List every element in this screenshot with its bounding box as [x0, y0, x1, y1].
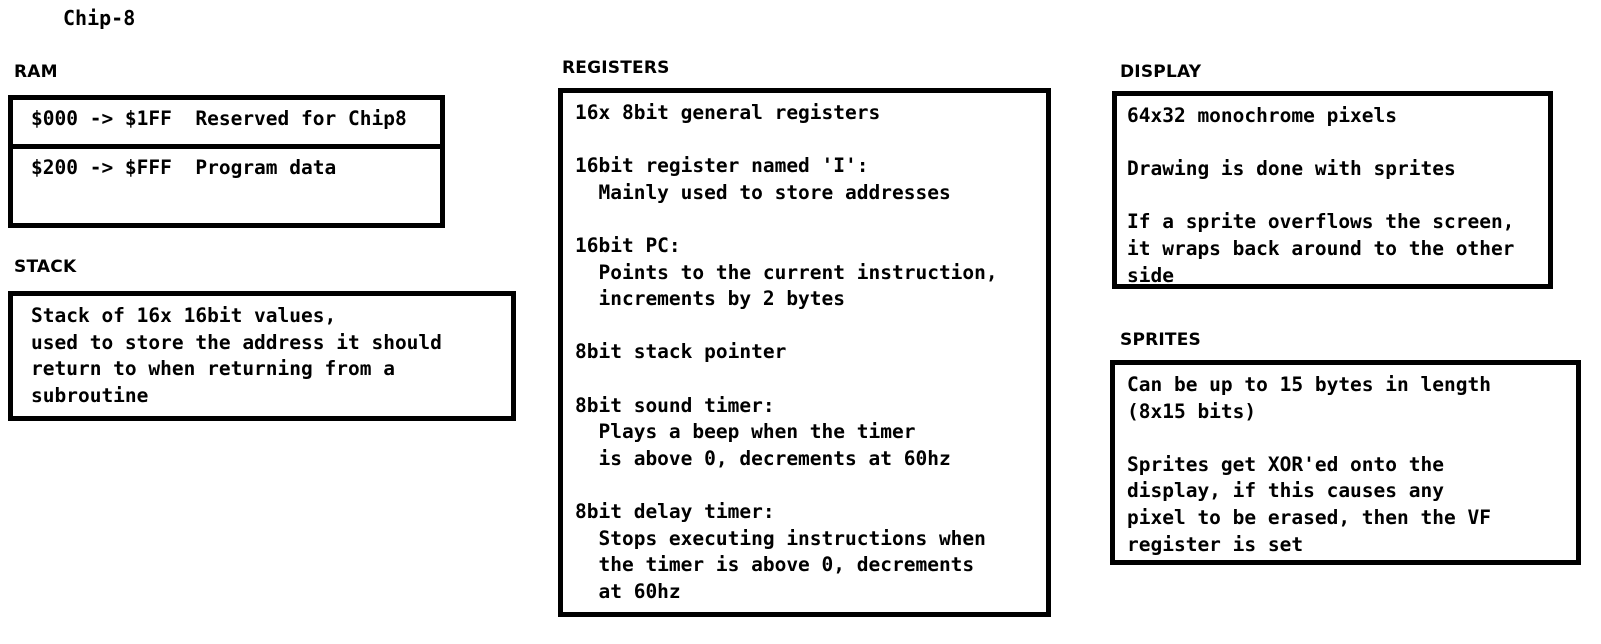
- sprites-description: Can be up to 15 bytes in length (8x15 bi…: [1127, 373, 1491, 556]
- section-label-display: DISPLAY: [1120, 62, 1202, 82]
- sprites-box: Can be up to 15 bytes in length (8x15 bi…: [1110, 360, 1581, 565]
- registers-box: 16x 8bit general registers 16bit registe…: [558, 88, 1051, 617]
- section-label-registers: REGISTERS: [562, 58, 670, 78]
- page-title: Chip-8: [63, 6, 136, 30]
- section-label-sprites: SPRITES: [1120, 330, 1201, 350]
- ram-range-row: $200 -> $FFF Program data: [31, 156, 337, 179]
- stack-box: Stack of 16x 16bit values, used to store…: [8, 291, 516, 421]
- stack-description: Stack of 16x 16bit values, used to store…: [31, 304, 442, 407]
- section-label-ram: RAM: [14, 62, 58, 82]
- display-box: 64x32 monochrome pixels Drawing is done …: [1112, 91, 1553, 289]
- ram-range-row: $000 -> $1FF Reserved for Chip8: [13, 100, 440, 149]
- registers-description: 16x 8bit general registers 16bit registe…: [575, 101, 998, 603]
- ram-box: $000 -> $1FF Reserved for Chip8 $200 -> …: [8, 95, 445, 228]
- section-label-stack: STACK: [14, 257, 77, 277]
- display-description: 64x32 monochrome pixels Drawing is done …: [1127, 104, 1515, 287]
